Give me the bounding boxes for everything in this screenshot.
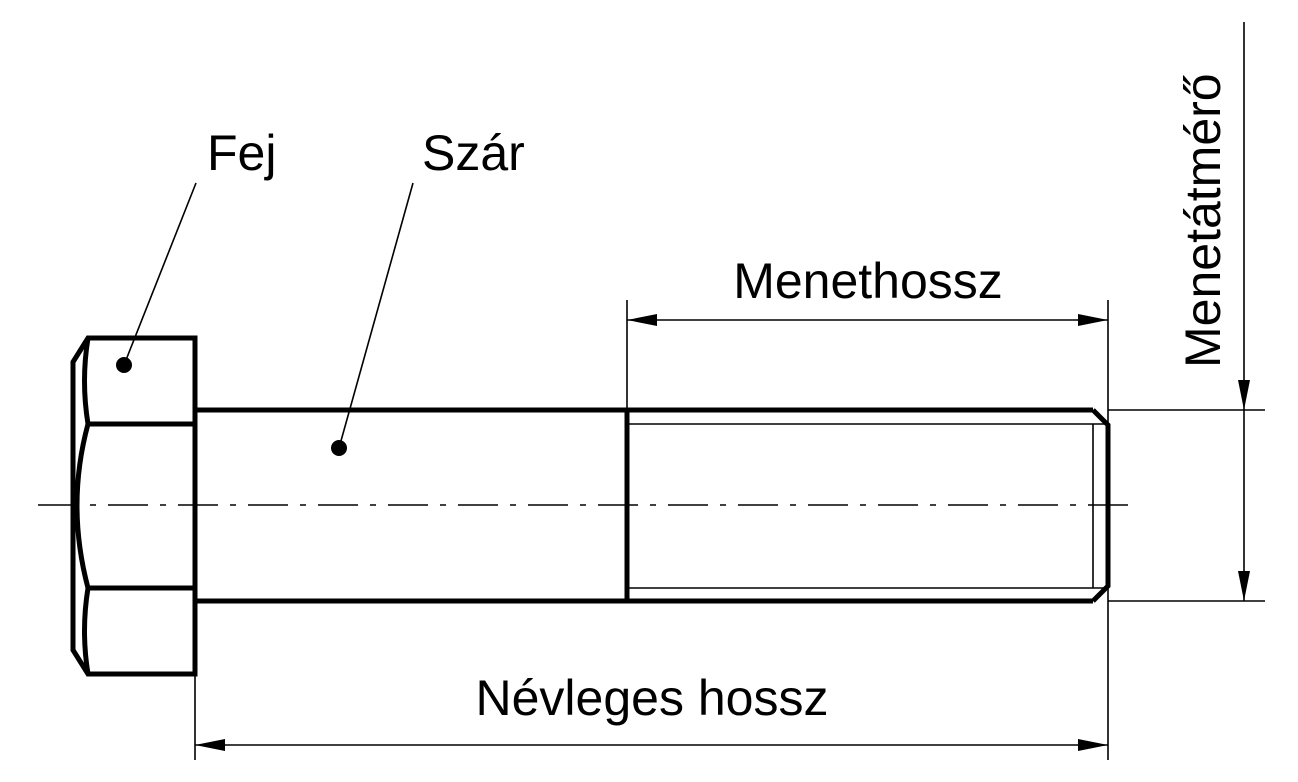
thread-diameter-label: Menetátmérő — [1175, 73, 1231, 368]
shank-leader-line — [338, 182, 414, 449]
bolt-head — [70, 335, 198, 677]
thread-root-lines — [627, 423, 1108, 589]
head-label: Fej — [207, 125, 276, 181]
extension-lines — [194, 300, 1265, 760]
head-middle-face — [74, 423, 91, 589]
head-leader-line — [123, 182, 197, 366]
nominal-length-label: Névleges hossz — [476, 670, 829, 726]
head-lower-face — [82, 585, 195, 675]
shank-leader-dot — [331, 440, 347, 456]
head-outline — [70, 335, 198, 677]
head-leader-dot — [116, 357, 132, 373]
shank-label: Szár — [422, 125, 525, 181]
head-upper-face — [82, 337, 195, 427]
thread-length-label: Menethossz — [733, 253, 1003, 309]
